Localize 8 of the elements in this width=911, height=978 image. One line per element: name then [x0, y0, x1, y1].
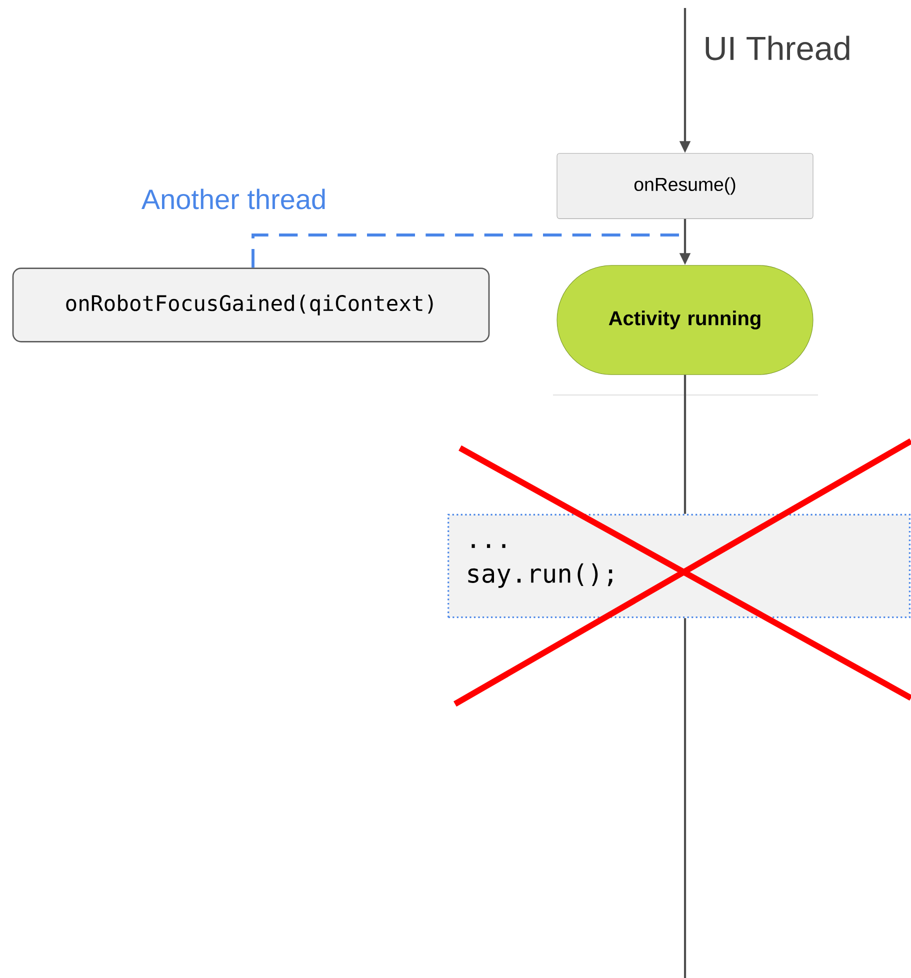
line [684, 618, 686, 978]
line [684, 374, 686, 514]
callback-box: onRobotFocusGained(qiContext) [12, 268, 490, 342]
state-pill: Activity running [556, 265, 814, 375]
code-box: ... say.run(); [448, 514, 910, 618]
edge-label: Another thread [141, 188, 325, 210]
process-box: onResume() [556, 153, 814, 219]
thread-label: UI Thread [706, 36, 850, 60]
